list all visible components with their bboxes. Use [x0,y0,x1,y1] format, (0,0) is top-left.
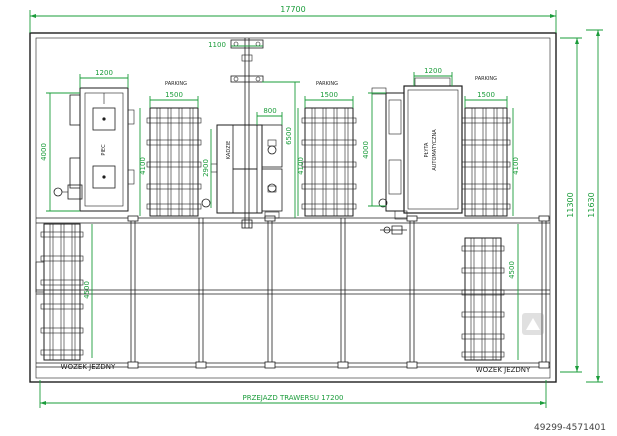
ladle-station-kadzie: KADZIE [201,124,283,219]
automatic-plate-station: PŁYTA AUTOMATYCZNA [371,77,463,235]
dim-overall-width-label: 17700 [280,5,305,14]
dim-2900-label: 2900 [202,159,210,177]
dim-800: 800 [256,107,283,125]
dim-800-label: 800 [263,107,276,115]
dim-overall-width: 17700 [29,5,557,33]
parking-1-label: PARKING [165,81,187,87]
dim-parking-2-width: 1500 [304,91,354,108]
dim-traverse-travel: PRZEJAZD TRAWERSU 17200 [39,380,547,408]
dim-inner-height-label: 11300 [566,192,575,217]
dim-parking-1-height: 4100 [139,108,147,216]
dim-4000-right-label: 4000 [362,141,370,159]
traverse-rails [36,217,550,368]
dim-1100-label: 1100 [208,41,226,49]
dim-1200-right-label: 1200 [424,67,442,75]
dim-furnace-width: 1200 [79,69,129,88]
hall-outline [29,32,557,383]
furnace-piec-label: PIEC [101,144,107,156]
plyta-label: PŁYTA [424,142,430,158]
dim-1100: 1100 [208,41,263,49]
dim-parking-1-width: 1500 [149,91,199,108]
dim-cart-left: 4500 [83,224,93,358]
furnace-piec: PIEC [53,87,135,212]
dim-4100-1-label: 4100 [139,157,147,175]
dim-plate-height: 4000 [362,92,386,207]
watermark-text: 49299-4571401 [534,423,606,433]
dim-4100-2-label: 4100 [297,157,305,175]
watermark-logo [522,313,544,335]
parking-rack-2 [301,107,357,217]
dim-1500-1-label: 1500 [165,91,183,99]
dim-parking-3-width: 1500 [464,91,508,108]
dim-2900: 2900 [202,129,212,208]
transfer-cart-left [35,223,84,361]
crane-column [230,38,264,229]
dim-1200-left-label: 1200 [95,69,113,77]
dim-plate-width: 1200 [413,67,453,86]
dim-1500-2-label: 1500 [320,91,338,99]
dim-1500-3-label: 1500 [477,91,495,99]
parking-rack-1 [146,107,202,217]
dim-4500-left-label: 4500 [83,281,91,299]
dim-4100-3-label: 4100 [512,157,520,175]
gantry-posts [127,215,550,369]
dim-4500-right-label: 4500 [508,261,516,279]
dim-inner-height: 11300 [560,37,582,373]
dim-parking-3-height: 4100 [512,108,520,216]
automatyczna-label: AUTOMATYCZNA [432,129,438,171]
hall-inner-outline [35,37,551,379]
dim-cart-right: 4500 [508,224,519,360]
dim-overall-height: 11630 [586,29,603,383]
dim-furnace-height: 4000 [40,92,80,212]
transfer-cart-right [461,237,505,361]
dim-6500-label: 6500 [285,127,293,145]
dim-6500: 6500 [262,81,300,218]
kadzie-label: KADZIE [226,141,232,160]
parking-3-label: PARKING [475,76,497,82]
dim-4000-left-label: 4000 [40,143,48,161]
parking-2-label: PARKING [316,81,338,87]
dim-traverse-travel-label: PRZEJAZD TRAWERSU 17200 [243,394,344,402]
dim-parking-2-height: 4100 [297,108,305,216]
dim-overall-height-label: 11630 [587,192,596,217]
parking-rack-3 [461,107,511,217]
wozek-left-label: WOZEK JEZDNY [61,363,116,371]
wozek-right-label: WOZEK JEZDNY [476,366,531,374]
